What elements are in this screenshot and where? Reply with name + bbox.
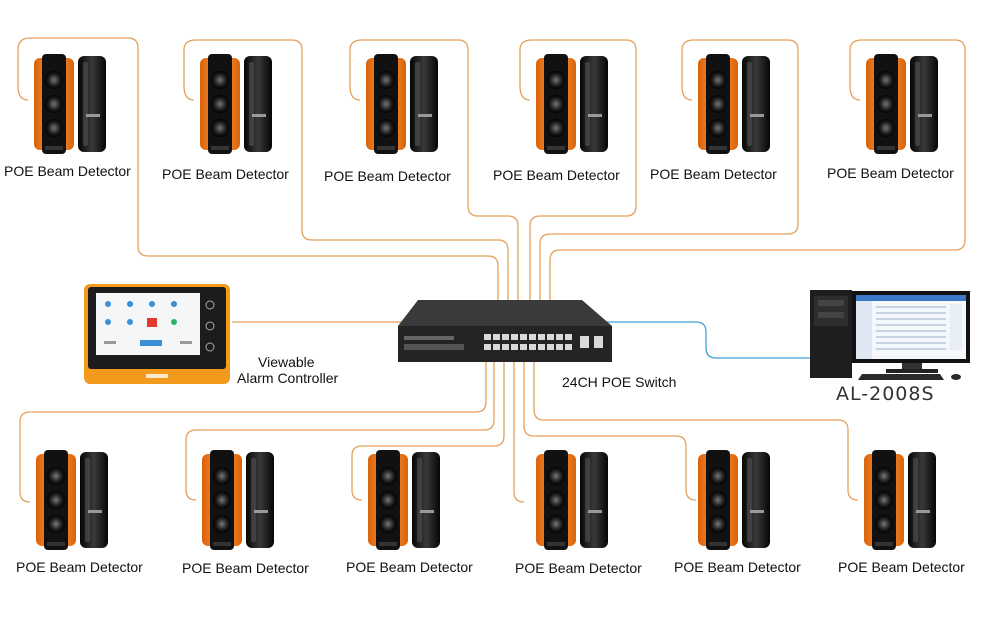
top-detector-2 bbox=[200, 54, 272, 154]
cable-computer bbox=[596, 321, 812, 359]
top-detector-3-label: POE Beam Detector bbox=[324, 168, 451, 184]
switch-label: 24CH POE Switch bbox=[562, 374, 677, 390]
cable-group bbox=[17, 37, 966, 503]
controller-label-line1: Viewable bbox=[258, 354, 315, 370]
bottom-detector-6 bbox=[864, 450, 936, 550]
bottom-detector-5 bbox=[698, 450, 770, 550]
controller-label-line2: Alarm Controller bbox=[237, 370, 339, 386]
top-detector-5-label: POE Beam Detector bbox=[650, 166, 777, 182]
cable-bottom-5 bbox=[523, 362, 697, 501]
cable-bottom-3 bbox=[351, 362, 505, 501]
top-detector-6 bbox=[866, 54, 938, 154]
bottom-detector-6-label: POE Beam Detector bbox=[838, 559, 965, 575]
cable-top-2 bbox=[183, 39, 509, 305]
cable-top-3 bbox=[349, 39, 519, 305]
bottom-detector-2 bbox=[202, 450, 274, 550]
top-detector-1 bbox=[34, 54, 106, 154]
bottom-detector-2-label: POE Beam Detector bbox=[182, 560, 309, 576]
bottom-detector-4-label: POE Beam Detector bbox=[515, 560, 642, 576]
cable-top-1 bbox=[17, 37, 499, 305]
bottom-detector-1-label: POE Beam Detector bbox=[16, 559, 143, 575]
computer-device bbox=[810, 290, 970, 380]
poe-switch-device bbox=[398, 300, 612, 362]
top-detector-6-label: POE Beam Detector bbox=[827, 165, 954, 181]
cable-bottom-6 bbox=[533, 362, 859, 501]
top-detector-4 bbox=[536, 54, 608, 154]
top-detector-5 bbox=[698, 54, 770, 154]
cable-bottom-2 bbox=[185, 362, 495, 501]
bottom-detector-3 bbox=[368, 450, 440, 550]
alarm-controller-device bbox=[84, 284, 230, 384]
bottom-detector-5-label: POE Beam Detector bbox=[674, 559, 801, 575]
top-detector-1-label: POE Beam Detector bbox=[4, 163, 131, 179]
cable-top-6 bbox=[549, 39, 966, 305]
bottom-detector-4 bbox=[536, 450, 608, 550]
bottom-detector-1 bbox=[36, 450, 108, 550]
top-detector-3 bbox=[366, 54, 438, 154]
cable-top-5 bbox=[539, 39, 799, 305]
top-detector-2-label: POE Beam Detector bbox=[162, 166, 289, 182]
cable-top-4 bbox=[519, 39, 637, 305]
cable-bottom-1 bbox=[19, 362, 487, 503]
cable-bottom-4 bbox=[513, 362, 525, 503]
bottom-detector-3-label: POE Beam Detector bbox=[346, 559, 473, 575]
computer-label: AL-2008S bbox=[836, 383, 935, 405]
top-detector-4-label: POE Beam Detector bbox=[493, 167, 620, 183]
